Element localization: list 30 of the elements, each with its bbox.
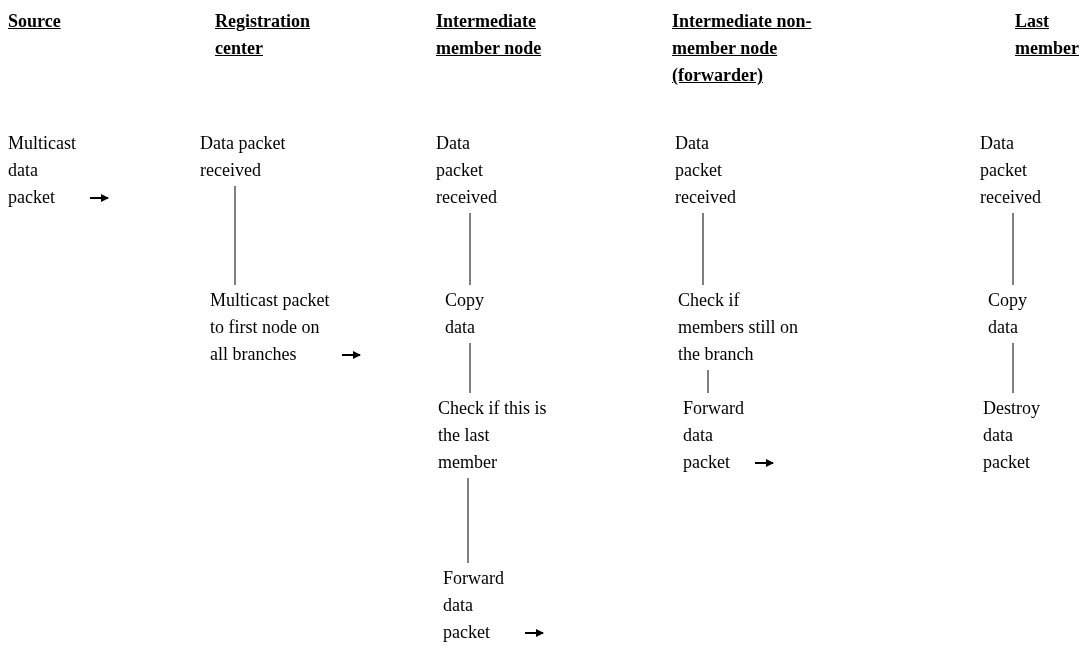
step-text: Check if this is the last member (438, 395, 550, 476)
column-heading: Last member (1015, 10, 1080, 60)
column-heading: Intermediate member node (436, 10, 543, 60)
connector-line (234, 185, 236, 286)
step-text: Multicast packet to first node on all branches (210, 287, 340, 368)
step-text: Data packet received (200, 130, 310, 184)
arrow (754, 459, 774, 467)
step-text: Data packet received (980, 130, 1050, 211)
step-text: Multicast data packet (8, 130, 88, 211)
arrow (524, 629, 544, 637)
connector-line (469, 212, 471, 286)
connector-line (469, 342, 471, 394)
step-text: Copy data (988, 287, 1038, 341)
connector-line (1012, 212, 1014, 286)
arrow (89, 194, 109, 202)
connector-line (467, 477, 469, 564)
step-text: Data packet received (436, 130, 506, 211)
step-text: Copy data (445, 287, 495, 341)
step-text: Check if members still on the branch (678, 287, 808, 368)
step-text: Forward data packet (443, 565, 523, 646)
connector-line (707, 369, 709, 394)
column-heading: Registration center (215, 10, 311, 60)
column-heading: Intermediate non-member node (forwarder) (672, 10, 813, 87)
arrow (341, 351, 361, 359)
column-heading: Source (8, 10, 62, 33)
step-text: Forward data packet (683, 395, 753, 476)
connector-line (1012, 342, 1014, 394)
connector-line (702, 212, 704, 286)
step-text: Data packet received (675, 130, 745, 211)
step-text: Destroy data packet (983, 395, 1053, 476)
